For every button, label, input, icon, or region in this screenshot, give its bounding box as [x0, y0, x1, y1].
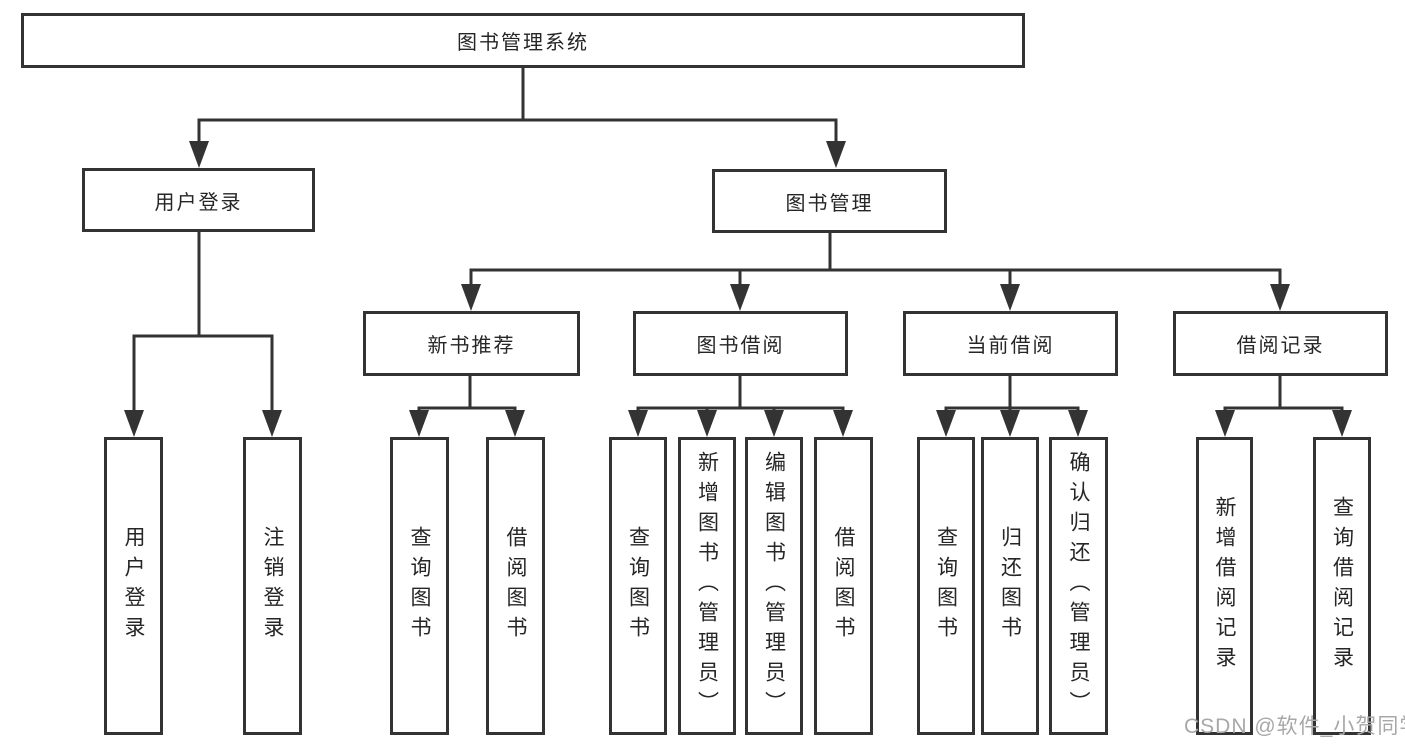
node-new-book-recommend: 新书推荐: [363, 311, 580, 376]
leaf-bb-add-books-admin: 新增图书（管理员）: [678, 437, 736, 735]
node-book-borrow: 图书借阅: [633, 311, 848, 376]
leaf-logout-login: 注销登录: [243, 437, 302, 735]
leaf-nbr-borrow-books: 借阅图书: [486, 437, 545, 735]
leaf-user-login: 用户登录: [104, 437, 163, 735]
leaf-bb-query-books: 查询图书: [609, 437, 667, 735]
leaf-cb-confirm-return-admin: 确认归还（管理员）: [1049, 437, 1108, 735]
leaf-bb-edit-books-admin: 编辑图书（管理员）: [745, 437, 803, 735]
node-user-login: 用户登录: [82, 168, 315, 232]
leaf-br-query-record: 查询借阅记录: [1313, 437, 1371, 735]
csdn-watermark: CSDN @软件_小贺同学: [1184, 715, 1405, 738]
leaf-br-add-record: 新增借阅记录: [1196, 437, 1253, 735]
node-borrow-record: 借阅记录: [1173, 311, 1388, 376]
leaf-cb-return-books: 归还图书: [981, 437, 1039, 735]
node-book-management: 图书管理: [712, 169, 947, 233]
node-current-borrow: 当前借阅: [903, 311, 1118, 376]
leaf-cb-query-books: 查询图书: [917, 437, 975, 735]
leaf-bb-borrow-books: 借阅图书: [814, 437, 873, 735]
node-library-management-system: 图书管理系统: [21, 13, 1025, 68]
leaf-nbr-query-books: 查询图书: [390, 437, 449, 735]
